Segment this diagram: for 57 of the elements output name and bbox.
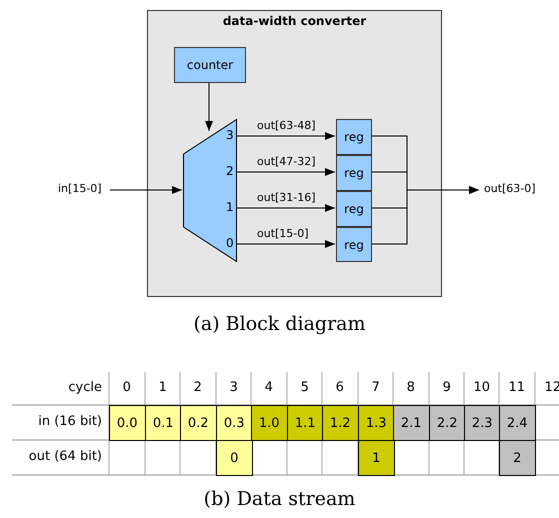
block-box: reg (336, 155, 372, 191)
figure-caption: (b) Data stream (202, 488, 356, 510)
component-frame (147, 10, 442, 297)
block-box: reg (336, 119, 372, 155)
column-header: 7 (370, 380, 381, 395)
data-cell: 2.3 (464, 405, 500, 441)
arrow (110, 186, 182, 194)
row-header: out (64 bit) (28, 449, 102, 464)
column-header: 8 (406, 380, 416, 395)
column-header: 6 (334, 380, 345, 395)
arrow (236, 132, 336, 140)
edge-label: out[63-48] (256, 119, 317, 132)
data-cell: 1.1 (287, 405, 324, 441)
data-cell: 2 (499, 440, 536, 476)
block-box: reg (336, 227, 372, 262)
data-cell: 1 (358, 440, 394, 476)
figure-caption: (a) Block diagram (192, 313, 367, 335)
port-number: 2 (226, 164, 234, 178)
port-number: 0 (226, 236, 234, 250)
block-box: reg (336, 191, 372, 227)
row-header: in (16 bit) (38, 414, 102, 429)
data-cell: 1.2 (322, 405, 358, 441)
column-header: 5 (300, 380, 310, 395)
arrow (236, 240, 336, 248)
signal-label: in[15-0] (58, 182, 102, 195)
column-header: 10 (472, 380, 492, 395)
data-cell: 1.3 (358, 405, 394, 441)
data-cell: 1.0 (251, 405, 288, 441)
group-title: data-width converter (222, 14, 368, 28)
arrow (205, 82, 213, 132)
signal-label: out[63-0] (484, 182, 536, 195)
column-header: 11 (507, 380, 526, 395)
block-box: counter (174, 47, 246, 83)
data-cell: 2.1 (393, 405, 430, 441)
column-header: 2 (192, 380, 203, 395)
multiplexer-shape (183, 119, 237, 262)
data-cell: 0.2 (180, 405, 216, 441)
edge-label: out[31-16] (256, 191, 317, 204)
data-cell: 0.0 (109, 405, 146, 441)
data-cell: 2.2 (429, 405, 466, 441)
data-cell: 0.3 (216, 405, 252, 441)
column-header: 0 (122, 380, 132, 395)
row-header: cycle (68, 380, 102, 395)
arrow (370, 186, 480, 244)
column-header: 3 (228, 380, 239, 395)
edge-label: out[47-32] (256, 155, 317, 168)
arrow (236, 204, 336, 212)
data-cell: 2.4 (499, 405, 536, 441)
data-cell: 0 (216, 440, 252, 476)
port-number: 1 (226, 200, 234, 214)
column-header: 4 (264, 380, 274, 395)
port-number: 3 (226, 128, 234, 142)
data-cell: 0.1 (145, 405, 182, 441)
column-header: 1 (158, 380, 168, 395)
column-header: 9 (442, 380, 452, 395)
arrow (236, 168, 336, 176)
edge-label: out[15-0] (256, 227, 310, 240)
